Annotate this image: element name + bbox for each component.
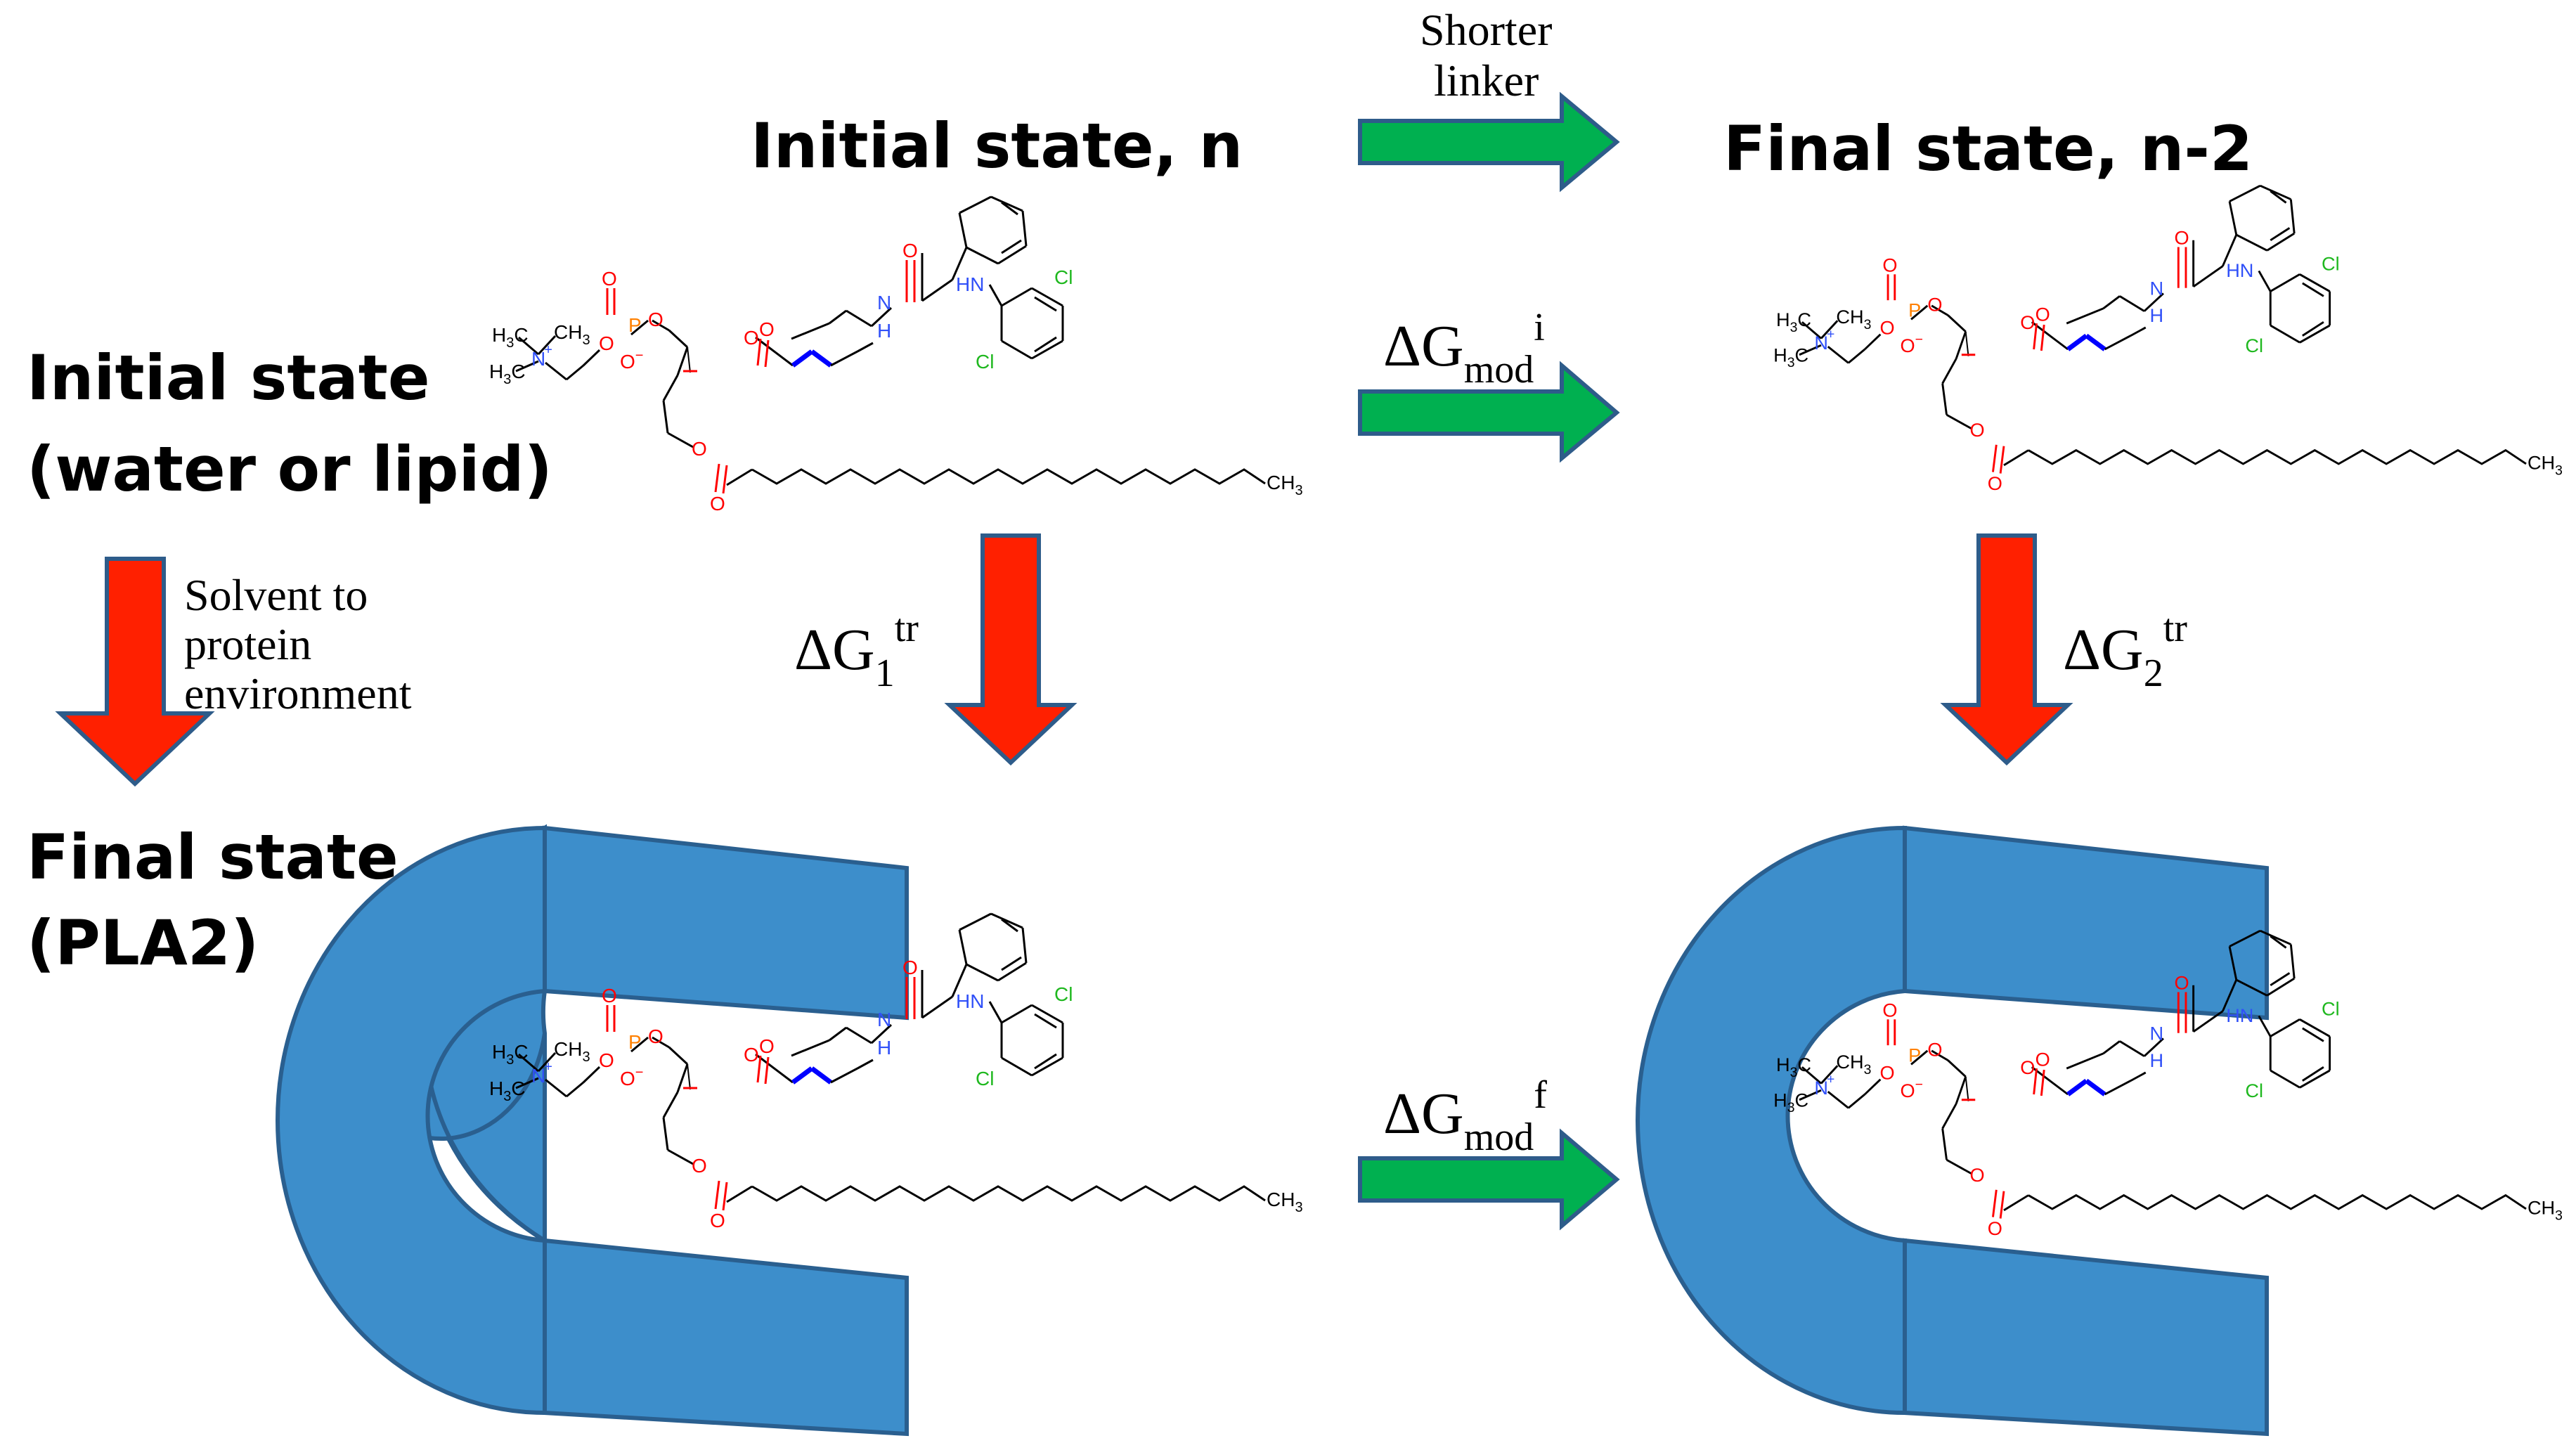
heading-initial-env-line1: Initial state <box>27 342 430 414</box>
heading-initial-env-line2: (water or lipid) <box>27 433 552 505</box>
label-shorter-line1: Shorter <box>1420 5 1552 55</box>
arrow-dg-mod-f <box>1358 1128 1620 1231</box>
label-dg2-tr: ΔG2tr <box>2063 607 2187 695</box>
arrow-dg1-tr <box>944 533 1077 766</box>
label-dg-mod-i: ΔGmodi <box>1383 306 1545 392</box>
protein-pla2-left <box>276 824 909 1437</box>
arrow-dg-mod-i <box>1358 361 1620 463</box>
heading-initial-state-n: Initial state, n <box>751 110 1243 182</box>
label-solvent-line3: environment <box>184 668 412 718</box>
molecule-final-n2 <box>1773 186 2563 494</box>
molecule-initial-n <box>489 197 1303 515</box>
heading-final-env-line1: Final state <box>27 821 399 893</box>
protein-pla2-right <box>1636 825 2269 1437</box>
label-dg-mod-f: ΔGmodf <box>1383 1073 1547 1159</box>
label-solvent-line2: protein <box>184 619 311 669</box>
heading-final-env-line2: (PLA2) <box>27 907 259 979</box>
arrow-dg2-tr <box>1940 533 2073 766</box>
heading-final-state-n2: Final state, n-2 <box>1723 112 2253 185</box>
arrow-shorter-linker <box>1358 91 1620 193</box>
label-solvent-line1: Solvent to <box>184 570 368 620</box>
label-shorter-line2: linker <box>1434 56 1539 105</box>
label-dg1-tr: ΔG1tr <box>794 607 919 695</box>
arrow-solvent-to-protein <box>55 557 215 787</box>
